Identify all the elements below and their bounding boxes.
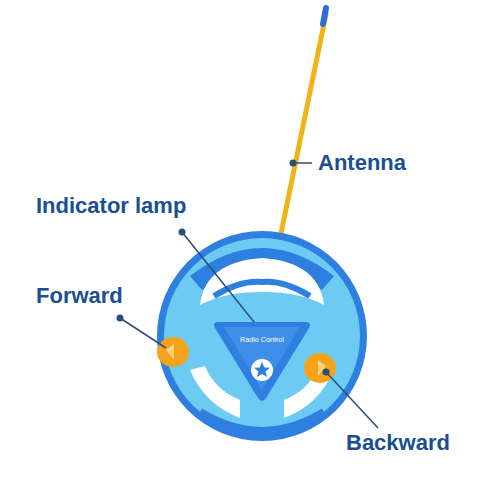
antenna-rod bbox=[278, 14, 326, 248]
wheel-rim bbox=[157, 231, 367, 441]
callout-label: Indicator lamp bbox=[36, 194, 186, 218]
badge-text: Radio Control bbox=[212, 318, 312, 344]
leader-dot bbox=[117, 315, 124, 322]
wheel-opening bbox=[190, 366, 240, 418]
leader-dot bbox=[179, 229, 186, 236]
wheel-opening bbox=[200, 258, 324, 305]
callout-label: Forward bbox=[36, 284, 123, 308]
badge-plate: Radio Control bbox=[212, 318, 312, 402]
leader-line bbox=[182, 232, 258, 327]
badge-shape bbox=[212, 318, 312, 402]
leader-dot bbox=[290, 160, 297, 167]
forward-button bbox=[157, 337, 189, 367]
antenna-tip bbox=[323, 8, 326, 24]
leader-line bbox=[120, 318, 166, 348]
button-arrow bbox=[166, 344, 174, 360]
leader-dot bbox=[323, 369, 330, 376]
leader-line bbox=[326, 372, 378, 428]
callout-label: Antenna bbox=[318, 151, 406, 175]
callout-label: Backward bbox=[346, 431, 450, 455]
wheel-grip bbox=[200, 412, 324, 431]
wheel-ring bbox=[164, 238, 360, 434]
